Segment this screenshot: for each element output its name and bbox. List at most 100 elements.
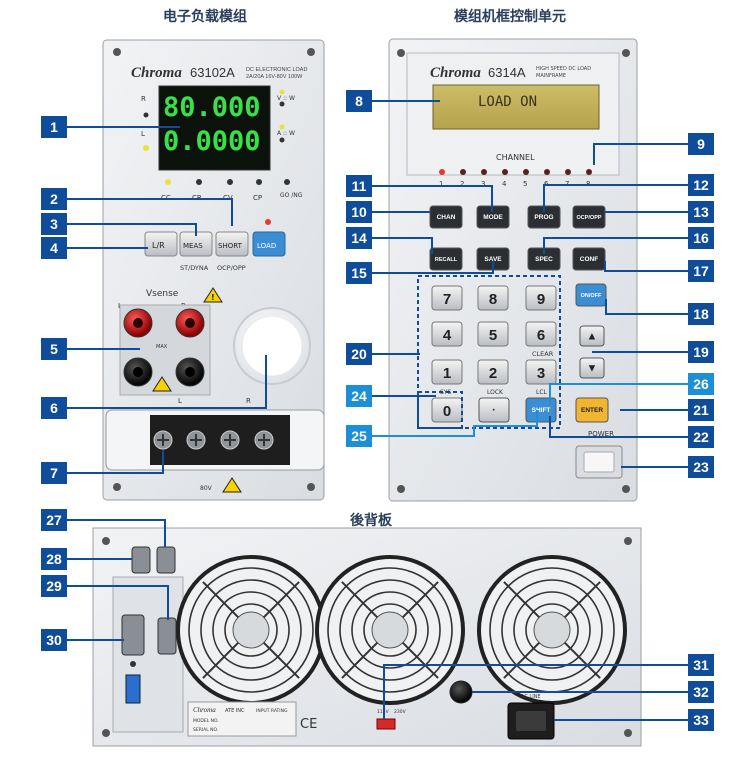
rear-panel: Chroma ATE INC MODEL NO. SERIAL NO. INPU… xyxy=(93,528,641,746)
load-unit-bottom: A :: W xyxy=(277,130,295,137)
mainframe-panel: Chroma 6314A HIGH SPEED DC LOAD MAINFRAM… xyxy=(389,39,637,501)
callout-13: 13 xyxy=(688,201,714,223)
key-dot-label: · xyxy=(492,405,496,417)
load-unit-top: V :: W xyxy=(277,95,295,102)
key-digit-5-label: 5 xyxy=(489,327,497,344)
load-model: 63102A xyxy=(190,65,235,80)
callout-19: 19 xyxy=(688,341,714,363)
channel-led-1 xyxy=(439,169,445,175)
rear-brand: Chroma xyxy=(193,706,216,714)
load-display-bottom: 0.0000 xyxy=(163,126,261,157)
callout-24: 24 xyxy=(346,385,372,407)
callout-22: 22 xyxy=(688,426,714,448)
db9-port-right xyxy=(157,547,175,573)
bottom-label-l: L xyxy=(178,397,182,405)
channel-led-2 xyxy=(460,169,466,175)
callout-5: 5 xyxy=(41,338,67,360)
callout-4: 4 xyxy=(41,237,67,259)
callout-21: 21 xyxy=(688,399,714,421)
st-dyna-label: ST/DYNA xyxy=(180,264,209,272)
callout-20: 20 xyxy=(346,343,372,365)
key-digit-8-label: 8 xyxy=(489,291,497,308)
callout-14: 14 xyxy=(346,227,372,249)
load-desc-2: 2A/20A 16V-80V 100W xyxy=(246,74,303,80)
callout-28: 28 xyxy=(41,548,67,570)
channel-led-3 xyxy=(481,169,487,175)
callout-27: 27 xyxy=(41,509,67,531)
vsense-label: Vsense xyxy=(146,289,179,299)
key-mode-label: MODE xyxy=(483,214,503,221)
callout-31: 31 xyxy=(688,654,714,676)
dip-switch[interactable] xyxy=(126,675,140,703)
callout-11: 11 xyxy=(346,175,372,197)
callout-2: 2 xyxy=(41,188,67,210)
key-digit-7-label: 7 xyxy=(443,291,451,308)
callout-26: 26 xyxy=(688,373,714,395)
callout-15: 15 xyxy=(346,262,372,284)
key-digit-9-label: 9 xyxy=(537,291,545,308)
voltage-selector[interactable] xyxy=(377,719,395,729)
load-led-r xyxy=(144,113,149,118)
channel-led-5 xyxy=(523,169,529,175)
ac-line-label: AC LINE xyxy=(521,694,541,700)
callout-33: 33 xyxy=(688,709,714,731)
key-spec-label: SPEC xyxy=(535,256,553,263)
key-on-off-label: ON/OFF xyxy=(581,293,602,299)
mf-brand: Chroma xyxy=(430,65,481,81)
key-digit-0-label: 0 xyxy=(443,403,451,420)
channel-number-4: 4 xyxy=(502,180,507,188)
status-gong: GO /NG xyxy=(280,192,303,199)
ocp-opp-label: OCP/OPP xyxy=(217,264,246,272)
short-button-label: SHORT xyxy=(218,242,243,250)
key-enter-label: ENTER xyxy=(581,407,603,414)
max-volt-label: 80V xyxy=(200,485,213,492)
system-port xyxy=(158,618,176,654)
load-desc-1: DC ELECTRONIC LOAD xyxy=(246,67,307,73)
load-button-label: LOAD xyxy=(257,242,276,250)
callout-16: 16 xyxy=(688,227,714,249)
callout-10: 10 xyxy=(346,201,372,223)
channel-led-8 xyxy=(586,169,592,175)
rear-serial-no: SERIAL NO. xyxy=(193,727,218,733)
key-digit-1-label: 1 xyxy=(443,365,451,382)
callout-25: 25 xyxy=(346,425,372,447)
channel-led-6 xyxy=(544,169,550,175)
mf-model: 6314A xyxy=(488,65,526,80)
callout-7: 7 xyxy=(41,462,67,484)
db9-port-left xyxy=(132,547,150,573)
mf-desc-1: HIGH SPEED DC LOAD xyxy=(536,66,591,72)
load-label-l: L xyxy=(141,130,145,138)
max-label: MAX xyxy=(156,344,168,350)
svg-text:!: ! xyxy=(211,293,215,302)
status-cp: CP xyxy=(253,194,262,202)
mf-desc-2: MAINFRAME xyxy=(536,73,566,79)
key-conf-label: CONF xyxy=(580,256,598,263)
lcd-text: LOAD ON xyxy=(478,94,537,110)
load-display-top: 80.000 xyxy=(163,92,261,123)
ce-mark: CE xyxy=(300,717,317,732)
key-digit-2-label: 2 xyxy=(489,365,497,382)
load-module-panel: Chroma 63102A DC ELECTRONIC LOAD 2A/20A … xyxy=(103,40,324,500)
key-ocp-opp-label: OCP/OPP xyxy=(576,215,601,221)
key-digit-3-label: 3 xyxy=(537,365,545,382)
key-prog-label: PROG xyxy=(534,214,553,221)
key-shift-label: SHIFT xyxy=(532,407,551,414)
key-recall-label: RECALL xyxy=(435,257,458,263)
callout-1: 1 xyxy=(41,116,67,138)
gpib-port xyxy=(122,615,144,655)
load-label-r: R xyxy=(141,95,146,103)
channel-led-7 xyxy=(565,169,571,175)
bottom-label-r: R xyxy=(246,397,251,405)
key-digit-6-label: 6 xyxy=(537,327,545,344)
callout-6: 6 xyxy=(41,397,67,419)
lock-label: LOCK xyxy=(487,389,504,396)
fuse-holder xyxy=(450,681,472,703)
callout-8: 8 xyxy=(346,90,372,112)
meas-button-label: MEAS xyxy=(183,242,203,250)
rear-maker: ATE INC xyxy=(225,708,245,714)
channel-number-5: 5 xyxy=(523,180,527,188)
key-up-label: ▲ xyxy=(587,331,598,343)
rear-model-no: MODEL NO. xyxy=(193,718,219,724)
callout-9: 9 xyxy=(688,133,714,155)
key-down-label: ▼ xyxy=(587,363,598,375)
